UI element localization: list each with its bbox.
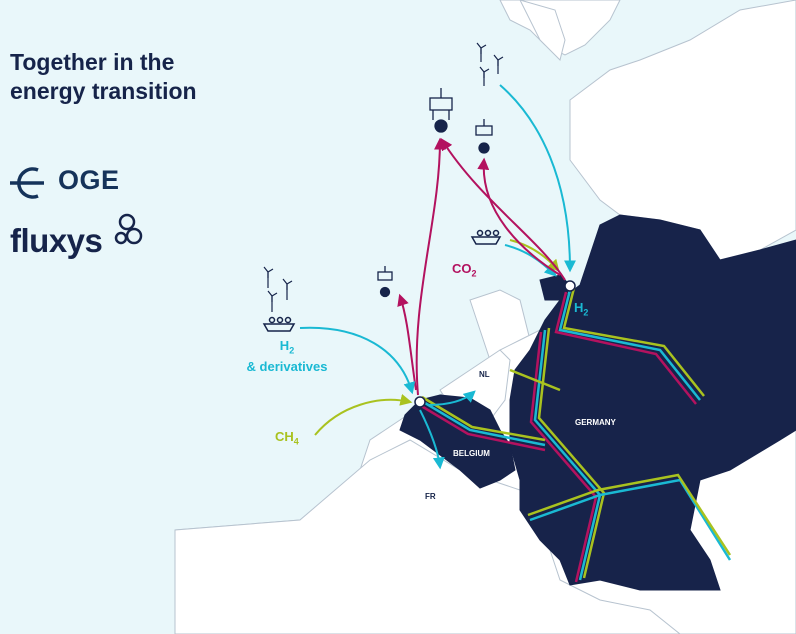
derivatives-text: & derivatives bbox=[246, 358, 328, 374]
co2-arrow-platform1 bbox=[440, 137, 566, 281]
wind-turbine-icon bbox=[263, 266, 293, 312]
pipeline-h2-south bbox=[533, 329, 602, 581]
co2-label-main: CO bbox=[452, 261, 472, 276]
oge-logo: OGE bbox=[58, 165, 120, 195]
pipeline-h2 bbox=[558, 289, 701, 401]
h2-arrow-derivatives bbox=[299, 326, 416, 395]
h2-derivatives-label: H2 & derivatives bbox=[237, 338, 337, 375]
ch4-label-sub: 4 bbox=[293, 436, 299, 447]
ch4-label: CH4 bbox=[275, 429, 299, 447]
north-land bbox=[519, 0, 566, 61]
pipeline-h2-west bbox=[419, 398, 546, 447]
flow-arrows bbox=[299, 84, 576, 470]
co2-label: CO2 bbox=[452, 261, 477, 279]
ch4-arrow-west bbox=[314, 393, 413, 436]
ch4-label-main: CH bbox=[275, 429, 294, 444]
fr-land bbox=[174, 439, 681, 634]
co2-arrow-platform2 bbox=[477, 157, 561, 276]
co2-label-sub: 2 bbox=[471, 268, 477, 279]
ch4-arrow-ship-north bbox=[509, 239, 560, 272]
co2-arrow-to-platform3 bbox=[397, 293, 417, 391]
h2-west-label-sub: 2 bbox=[289, 345, 295, 356]
belgium-label: BELGIUM bbox=[453, 449, 490, 458]
belgium-region bbox=[399, 394, 516, 489]
france-label: FR bbox=[425, 492, 436, 501]
pipeline-ch4 bbox=[562, 287, 705, 397]
h2-north-label: H2 bbox=[574, 300, 588, 318]
germany-label: GERMANY bbox=[575, 418, 616, 427]
pipeline-co2-south bbox=[529, 331, 598, 583]
h2-north-label-sub: 2 bbox=[583, 307, 589, 318]
title-line-1: Together in the bbox=[10, 49, 175, 75]
wind-turbine-icon bbox=[476, 42, 504, 86]
fluxys-logo-icon bbox=[114, 213, 143, 245]
hub-nodes bbox=[414, 280, 576, 408]
offshore-platform-icon bbox=[377, 266, 393, 298]
h2-north-label-main: H bbox=[574, 300, 584, 315]
pipeline-network bbox=[417, 287, 732, 583]
page-title: Together in the energy transition bbox=[10, 48, 197, 106]
pipeline-ne bbox=[509, 368, 561, 392]
ship-icon bbox=[262, 316, 296, 332]
h2-arrow-nl bbox=[427, 390, 476, 406]
hub-belgium-icon bbox=[414, 396, 426, 408]
fluxys-logo: fluxys bbox=[10, 222, 103, 259]
offshore-platform-icon bbox=[429, 88, 453, 133]
pipeline-h2-east bbox=[529, 478, 732, 561]
co2-arrow-from-belgium bbox=[415, 137, 446, 396]
h2-arrow-wind-north bbox=[499, 84, 576, 273]
denmark-land bbox=[569, 0, 796, 261]
offshore-platform-icon bbox=[475, 119, 493, 154]
h2-west-label-main: H bbox=[279, 338, 290, 353]
pipeline-ch4-east bbox=[527, 473, 732, 556]
hub-germany-north-icon bbox=[564, 280, 576, 292]
pipeline-co2-west bbox=[417, 402, 546, 452]
h2-arrow-fr bbox=[419, 409, 445, 470]
title-line-2: energy transition bbox=[10, 78, 197, 104]
pipeline-ch4-south bbox=[537, 327, 606, 579]
pipeline-co2 bbox=[554, 291, 697, 405]
oge-logo-icon bbox=[10, 167, 44, 199]
pipeline-ch4-west bbox=[421, 395, 546, 442]
ship-icon bbox=[470, 229, 502, 245]
netherlands-label: NL bbox=[479, 370, 490, 379]
